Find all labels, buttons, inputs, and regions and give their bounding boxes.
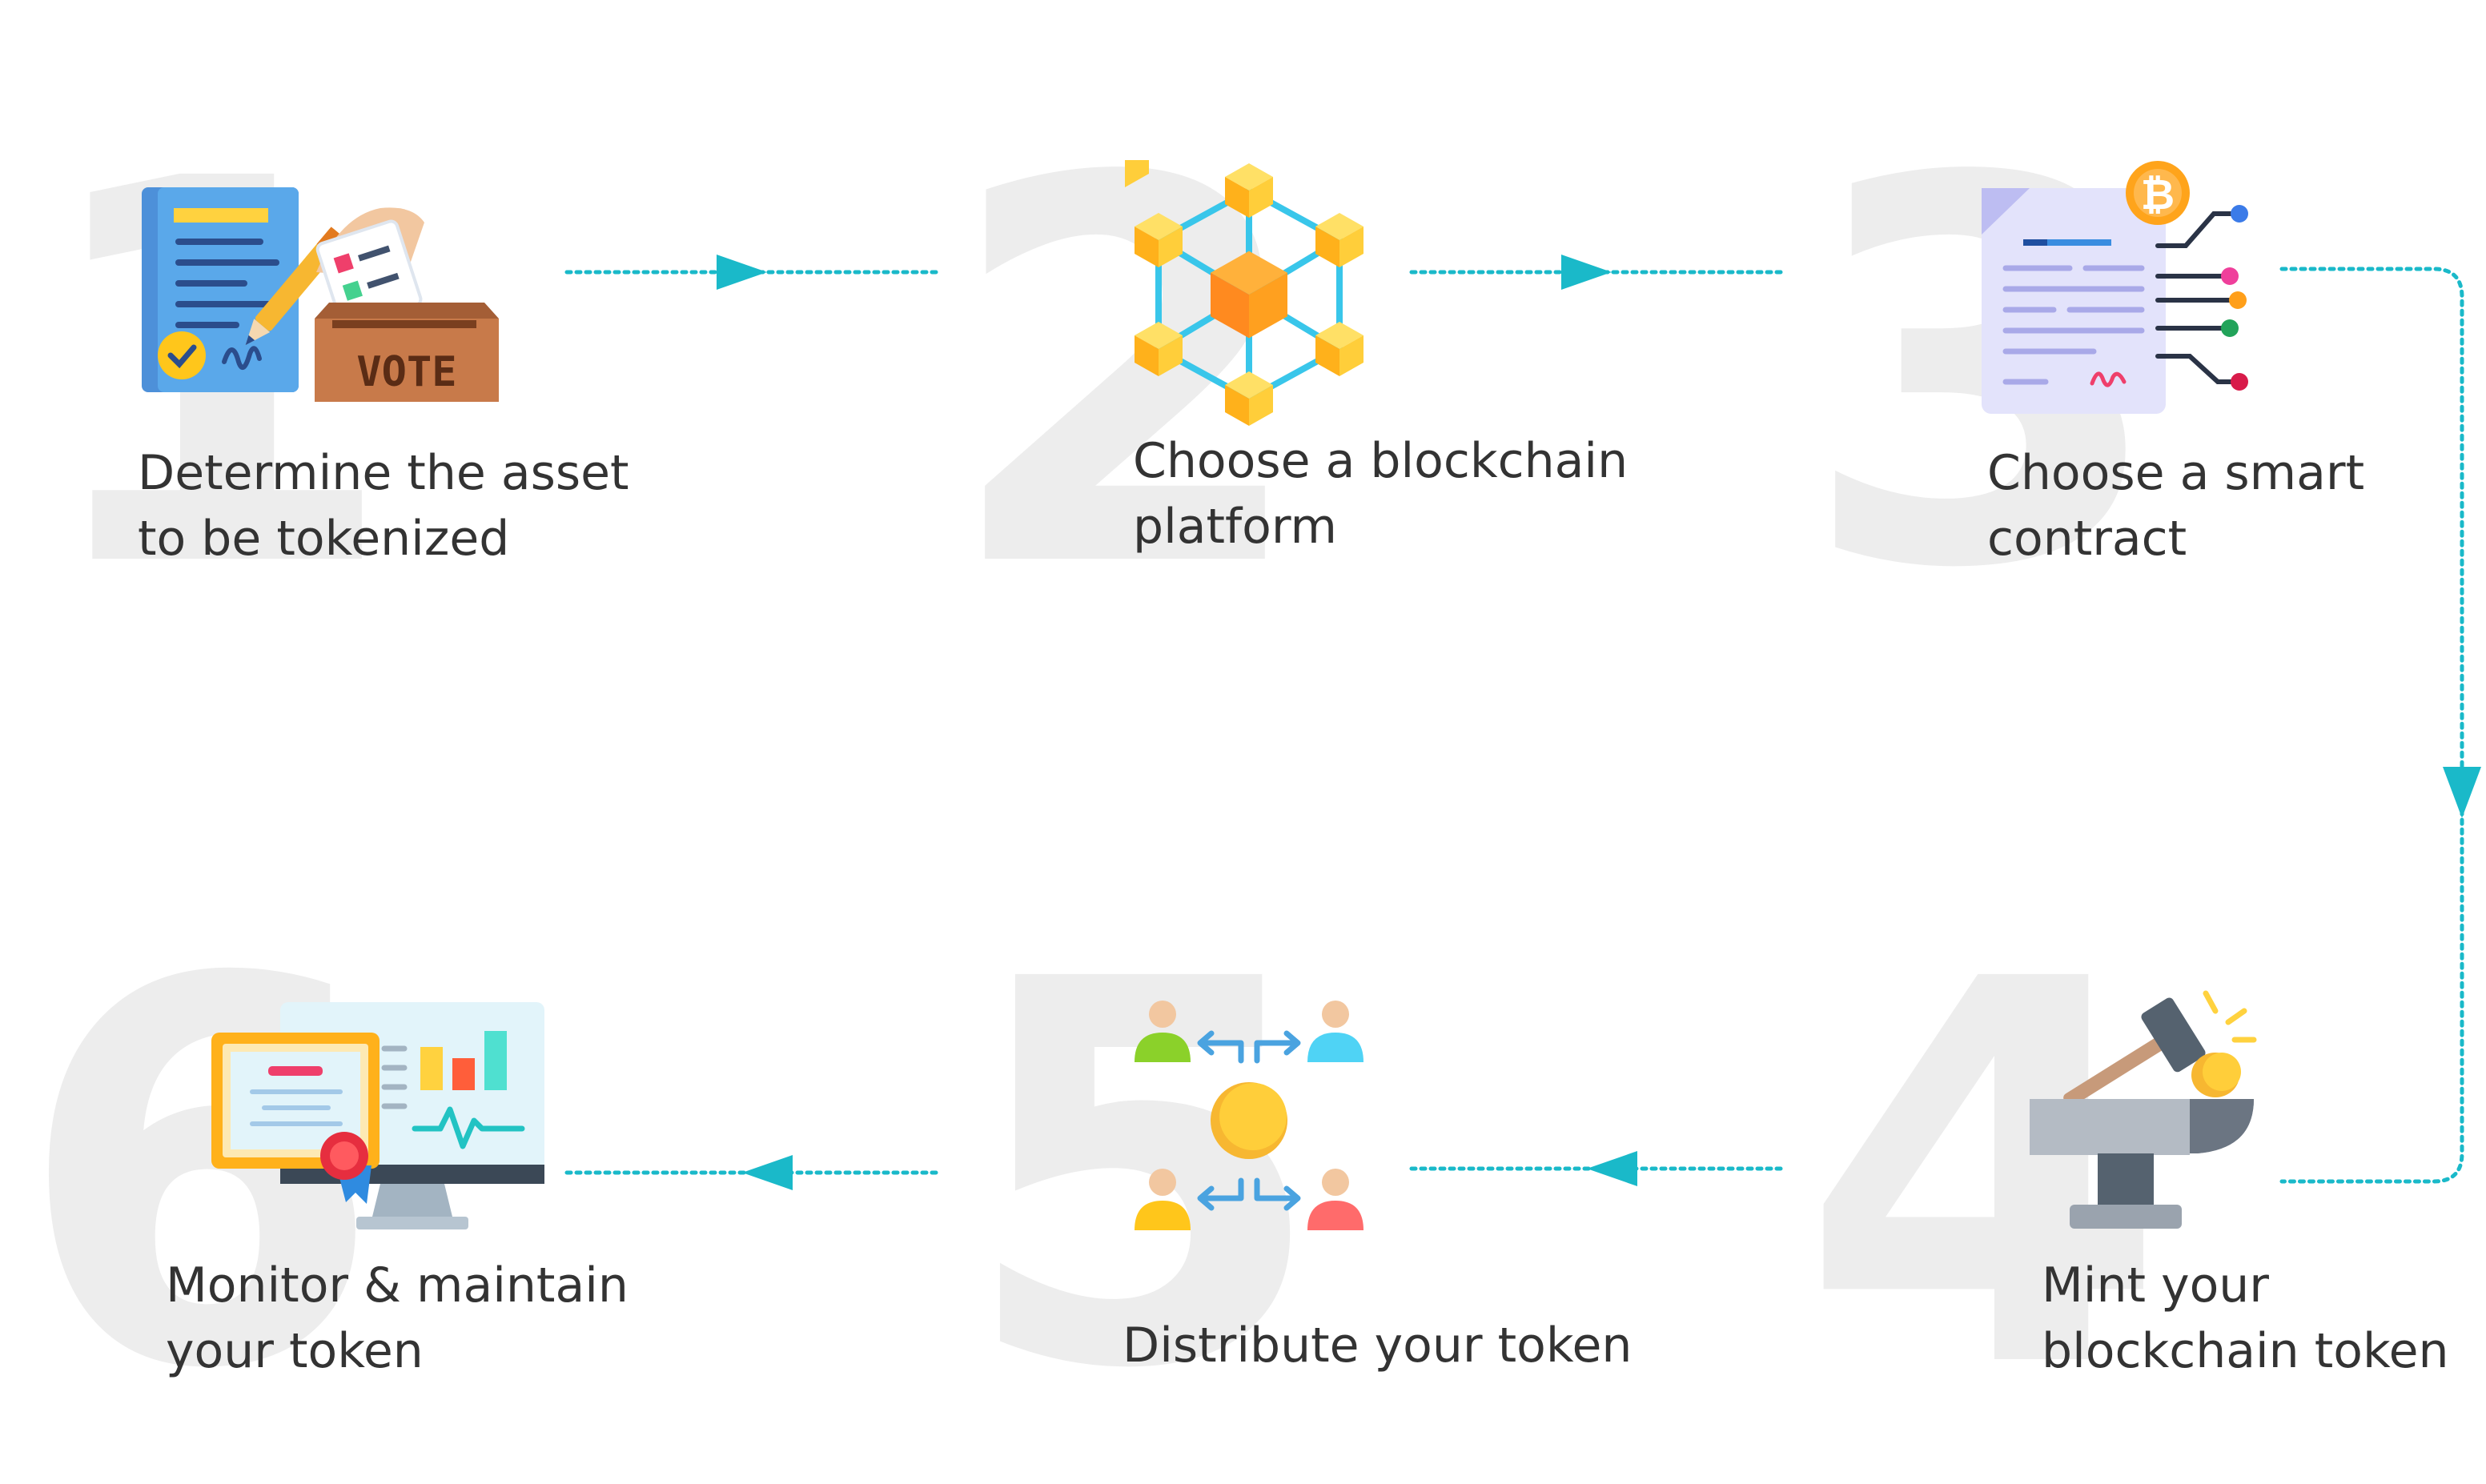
monitor-certificate-icon	[211, 1002, 544, 1229]
connector-4-to-5	[1409, 1151, 1784, 1186]
step-4-label-line1: Mint your	[2042, 1257, 2269, 1314]
step-3-label: Choose a smart contract	[1987, 440, 2364, 572]
arrow-right-icon	[717, 255, 767, 290]
people-distribution-icon	[1135, 1001, 1363, 1230]
step-4-label: Mint your blockchain token	[2042, 1253, 2449, 1384]
step-6-label-line2: your token	[166, 1323, 424, 1379]
vote-document-icon: VOTE	[142, 187, 499, 402]
arrow-left-icon	[1587, 1151, 1637, 1186]
step-2-label-line1: Choose a blockchain	[1133, 433, 1629, 489]
step-2-label-line2: platform	[1133, 499, 1337, 555]
step-5-number: 5	[959, 868, 1327, 1484]
tokenization-process-diagram: 1 2 3 6 5 4	[16, 112, 2481, 1441]
step-6-label-line1: Monitor & maintain	[166, 1257, 629, 1314]
bitcoin-symbol: ₿	[2141, 171, 2175, 219]
step-1-label-line1: Determine the asset	[138, 445, 629, 501]
vote-label: VOTE	[356, 348, 456, 396]
step-3-label-line1: Choose a smart	[1987, 445, 2365, 501]
step-1-label: Determine the asset to be tokenized	[138, 440, 629, 572]
connector-3-to-4	[2279, 267, 2481, 1184]
step-4-label-line2: blockchain token	[2042, 1323, 2449, 1379]
step-3-label-line2: contract	[1987, 511, 2187, 567]
connector-2-to-3	[1409, 255, 1784, 290]
step-2-label: Choose a blockchain platform	[1133, 428, 1628, 560]
arrow-down-icon	[2443, 767, 2481, 818]
step-1-label-line2: to be tokenized	[138, 511, 510, 567]
connector-1-to-2	[564, 255, 939, 290]
step-6-label: Monitor & maintain your token	[166, 1253, 629, 1384]
blockchain-network-icon	[1125, 160, 1363, 426]
connector-5-to-6	[564, 1155, 939, 1190]
arrow-right-icon	[1561, 255, 1612, 290]
anvil-hammer-coin-icon	[2030, 990, 2257, 1229]
step-5-label-line1: Distribute your token	[1123, 1318, 1633, 1374]
step-5-label: Distribute your token	[1123, 1313, 1632, 1378]
smart-contract-icon: ₿	[1982, 161, 2248, 414]
arrow-left-icon	[742, 1155, 793, 1190]
